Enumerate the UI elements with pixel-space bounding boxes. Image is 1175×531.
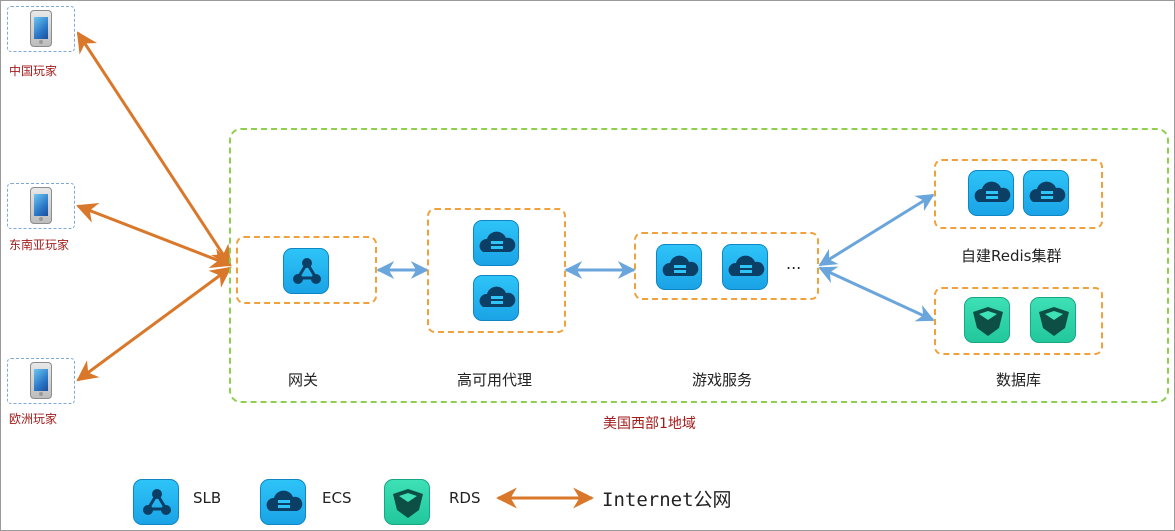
slb-icon: [283, 248, 329, 294]
ecs-icon: [473, 220, 519, 266]
rds-icon: [1030, 297, 1076, 343]
ecs-icon: [1023, 170, 1069, 216]
internet-link-europe: [76, 266, 232, 382]
player-china-device: [7, 6, 75, 52]
gateway-node: [236, 236, 377, 304]
legend-ecs-label: ECS: [322, 489, 352, 507]
database-label: 数据库: [996, 371, 1042, 389]
game-service-node: ...: [634, 232, 819, 300]
gateway-label: 网关: [288, 371, 319, 389]
player-europe-device: [7, 358, 75, 404]
player-sea-label: 东南亚玩家: [9, 238, 70, 252]
legend-slb-label: SLB: [193, 489, 222, 507]
phone-icon: [30, 10, 52, 47]
region-label: 美国西部1地域: [603, 416, 696, 432]
proxy-label: 高可用代理: [457, 371, 533, 389]
region-boundary: [229, 128, 1169, 403]
ecs-icon: [260, 479, 306, 525]
ecs-icon: [656, 244, 702, 290]
legend-internet-label: Internet公网: [602, 489, 732, 511]
rds-icon: [964, 297, 1010, 343]
ecs-icon: [968, 170, 1014, 216]
link-game-redis: [818, 193, 935, 267]
legend-rds-label: RDS: [449, 489, 481, 507]
phone-icon: [30, 362, 52, 399]
player-sea-device: [7, 183, 75, 229]
game-service-label: 游戏服务: [692, 371, 753, 389]
database-node: [934, 287, 1103, 355]
ecs-icon: [722, 244, 768, 290]
rds-icon: [384, 479, 430, 525]
slb-icon: [133, 479, 179, 525]
redis-cluster-label: 自建Redis集群: [961, 247, 1062, 265]
player-china-label: 中国玩家: [9, 64, 58, 78]
redis-cluster-node: [934, 159, 1103, 229]
link-game-db: [818, 266, 935, 322]
player-europe-label: 欧洲玩家: [9, 412, 58, 426]
ecs-icon: [473, 275, 519, 321]
more-instances-ellipsis: ...: [786, 254, 802, 273]
internet-link-china: [76, 31, 232, 267]
internet-link-sea: [76, 203, 232, 268]
proxy-node: [427, 208, 566, 333]
phone-icon: [30, 187, 52, 224]
